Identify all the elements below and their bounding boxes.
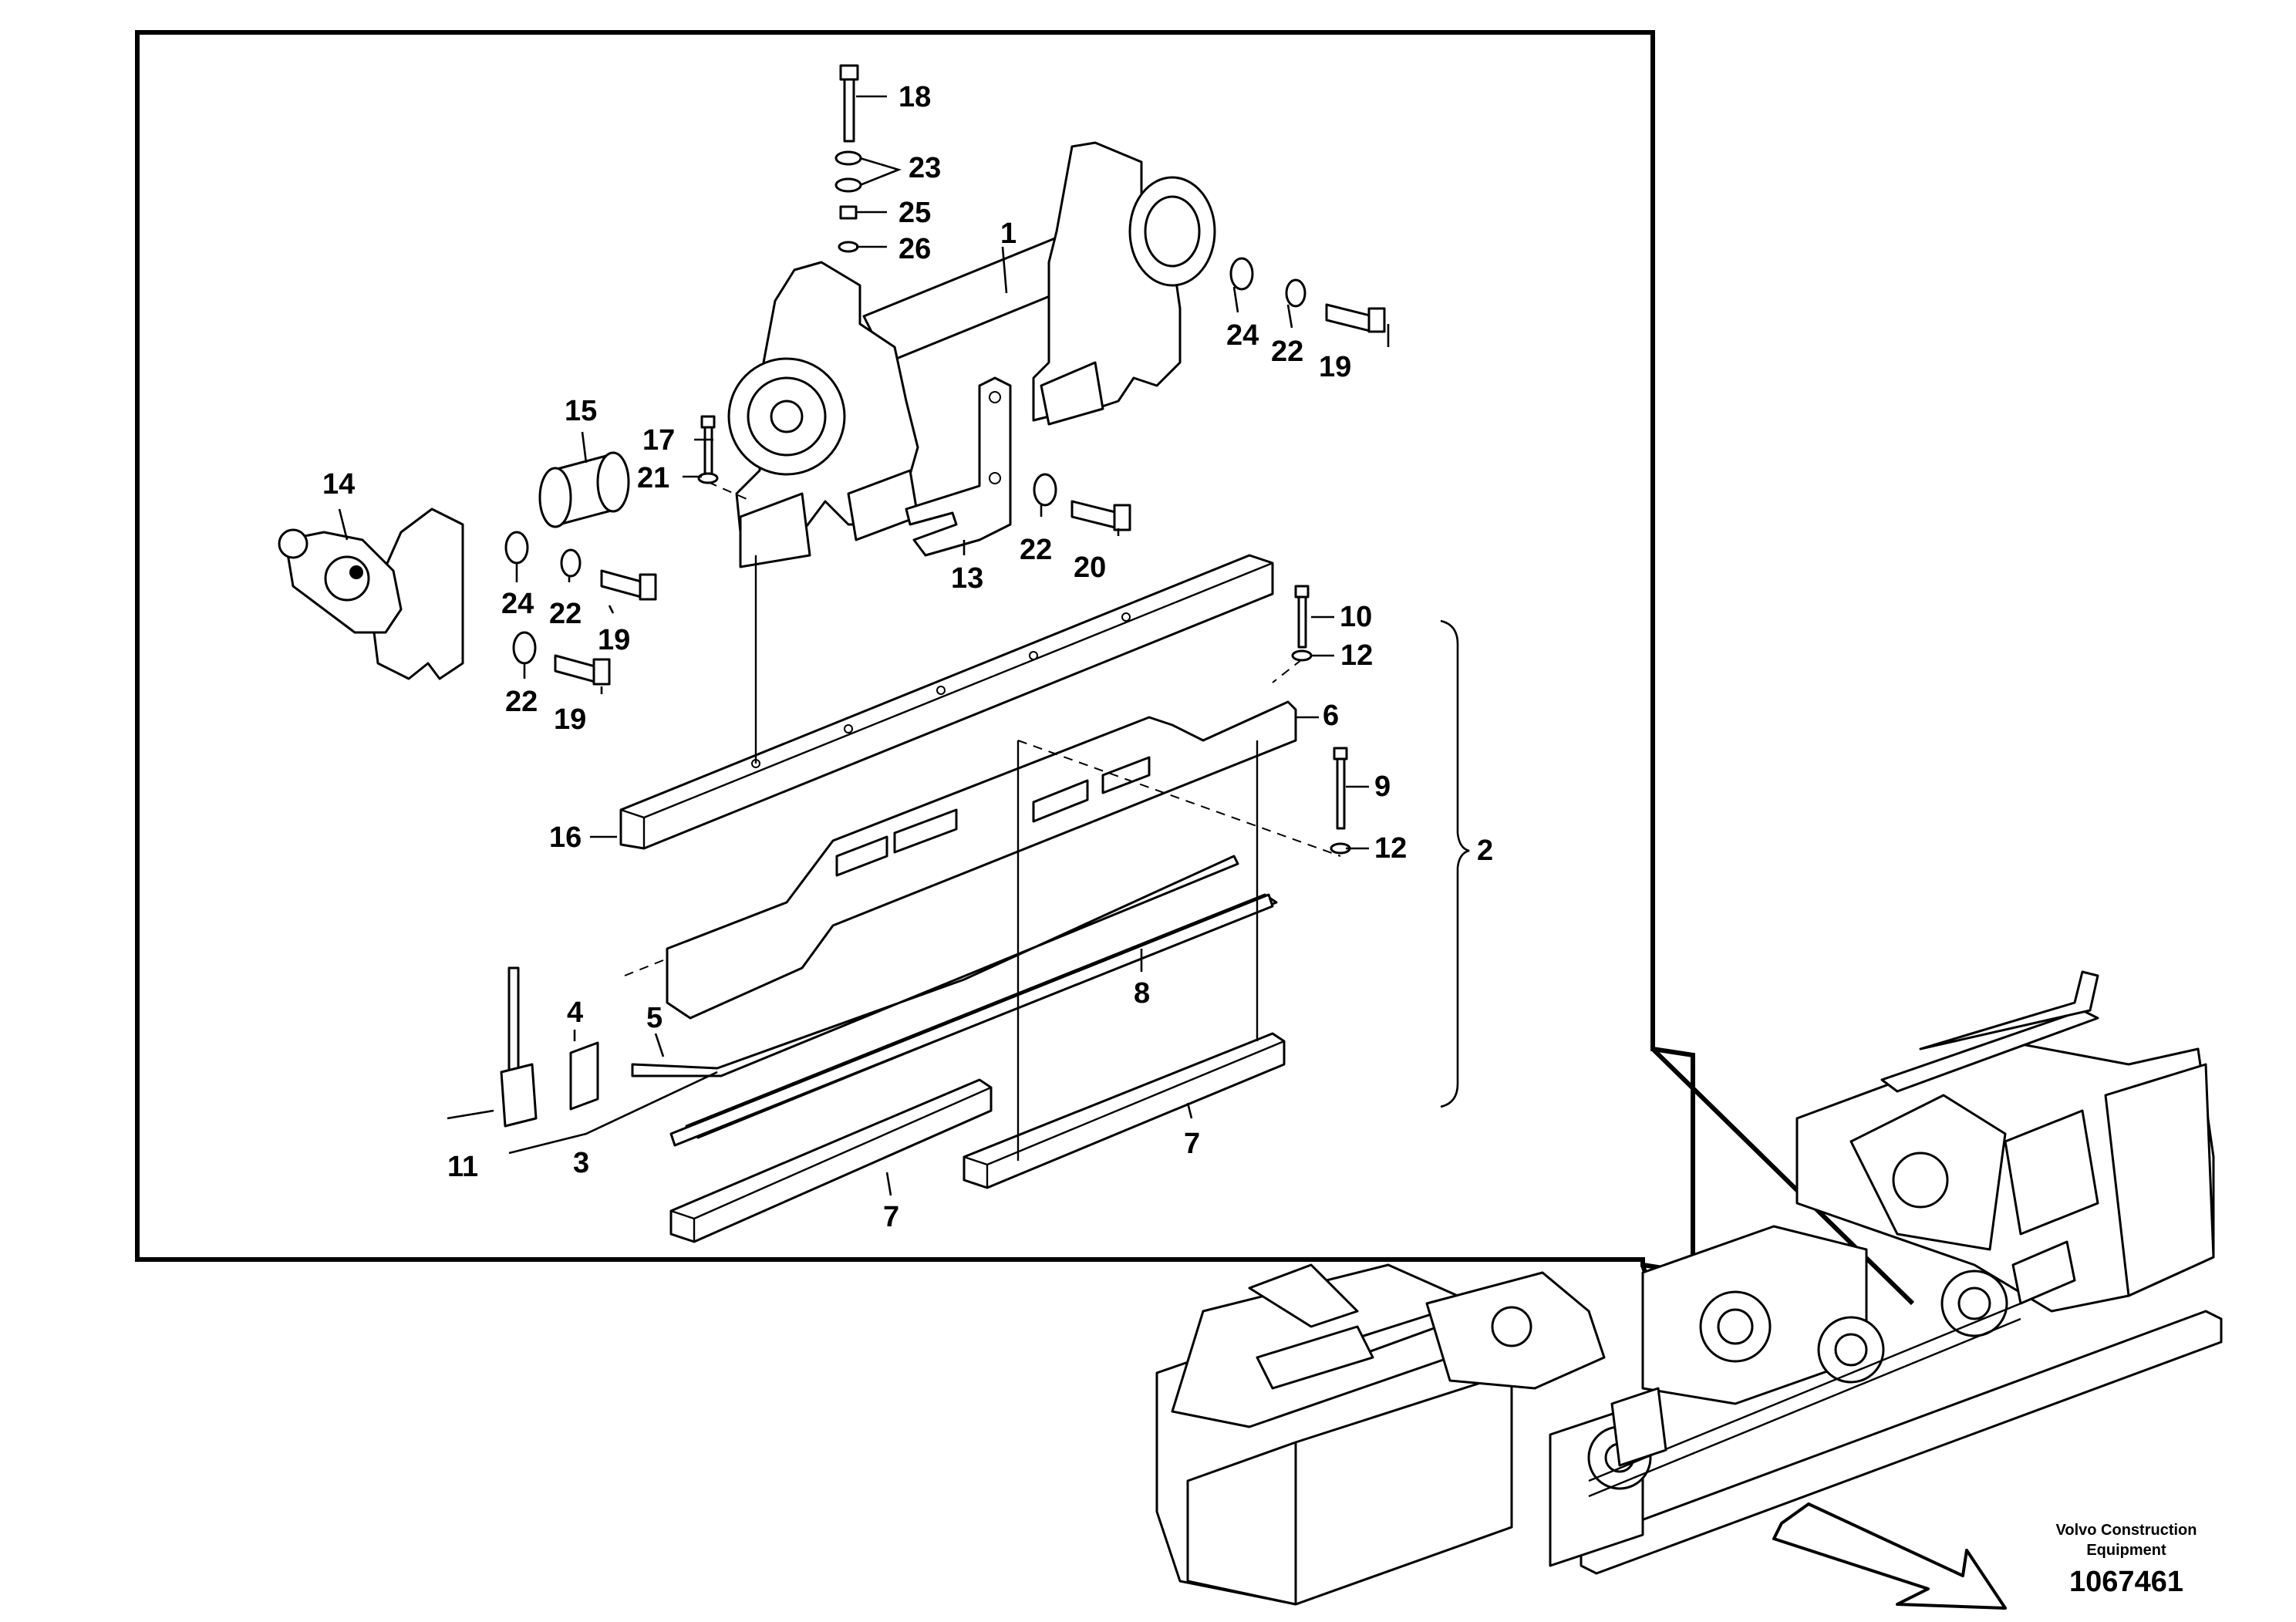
title-block: Volvo Construction Equipment 1067461 xyxy=(2056,1522,2197,1598)
block-4 xyxy=(569,1041,599,1111)
label-22c: 22 xyxy=(549,598,582,630)
washers-23-25-26 xyxy=(834,150,862,253)
bracket-13 xyxy=(905,376,1012,557)
label-22a: 22 xyxy=(1271,336,1303,368)
alignment-lines xyxy=(624,481,1341,1161)
strip-5 xyxy=(631,855,1239,1077)
bolt-9-and-washer-12 xyxy=(1330,747,1351,855)
label-5: 5 xyxy=(646,1002,663,1034)
group-2-brace xyxy=(1440,619,1470,1108)
strip-8 xyxy=(669,893,1278,1147)
label-18: 18 xyxy=(899,81,931,113)
bolt-20 xyxy=(1033,473,1131,531)
bolts-19-left xyxy=(504,531,657,686)
label-3: 3 xyxy=(573,1147,589,1179)
label-7a: 7 xyxy=(883,1201,899,1233)
label-12a: 12 xyxy=(1340,639,1373,672)
company-line-1: Volvo Construction xyxy=(2056,1522,2197,1539)
label-10: 10 xyxy=(1340,601,1372,633)
label-16: 16 xyxy=(549,821,582,854)
label-22d: 22 xyxy=(505,686,538,718)
label-8: 8 xyxy=(1134,977,1150,1010)
label-11: 11 xyxy=(447,1151,478,1183)
bolt-17 xyxy=(697,415,719,484)
label-23: 23 xyxy=(909,152,941,184)
label-17: 17 xyxy=(642,424,675,457)
label-24b: 24 xyxy=(501,588,534,620)
adapter-14 xyxy=(278,508,464,680)
leader-lines xyxy=(338,95,1390,1196)
label-15: 15 xyxy=(565,395,597,427)
label-13: 13 xyxy=(951,562,983,595)
label-24a: 24 xyxy=(1226,319,1259,352)
label-6: 6 xyxy=(1323,700,1339,732)
label-9: 9 xyxy=(1374,771,1391,803)
label-19b: 19 xyxy=(598,624,630,656)
sensor-group-3 xyxy=(447,966,718,1155)
label-1: 1 xyxy=(1000,218,1017,250)
company-line-2: Equipment xyxy=(2086,1542,2166,1559)
label-7b: 7 xyxy=(1184,1128,1200,1160)
bolt-19-far xyxy=(1229,257,1386,333)
wear-plate-7-left xyxy=(669,1078,993,1243)
label-22b: 22 xyxy=(1020,534,1052,566)
bolt-18 xyxy=(839,64,859,143)
label-2: 2 xyxy=(1477,835,1493,867)
label-19c: 19 xyxy=(554,703,586,736)
frame-6 xyxy=(666,700,1297,1020)
wear-plate-7-right xyxy=(963,1032,1286,1189)
label-19a: 19 xyxy=(1319,351,1351,383)
document-number: 1067461 xyxy=(2069,1566,2183,1598)
label-4: 4 xyxy=(567,996,583,1029)
label-14: 14 xyxy=(322,468,355,501)
bushing-15 xyxy=(538,451,630,528)
part-labels: 1 2 3 4 5 6 7 7 8 9 10 11 12 12 13 14 15… xyxy=(322,81,1493,1233)
label-20: 20 xyxy=(1074,551,1106,584)
shaft-assembly xyxy=(727,141,1216,568)
label-25: 25 xyxy=(899,197,931,229)
label-26: 26 xyxy=(899,233,931,265)
travel-direction-arrow xyxy=(1772,1502,2007,1610)
rail-16 xyxy=(619,554,1274,850)
machine-overview xyxy=(1155,970,2223,1606)
bolt-10-and-washer-12 xyxy=(1291,585,1313,662)
label-12b: 12 xyxy=(1374,832,1407,865)
label-21: 21 xyxy=(637,462,669,494)
